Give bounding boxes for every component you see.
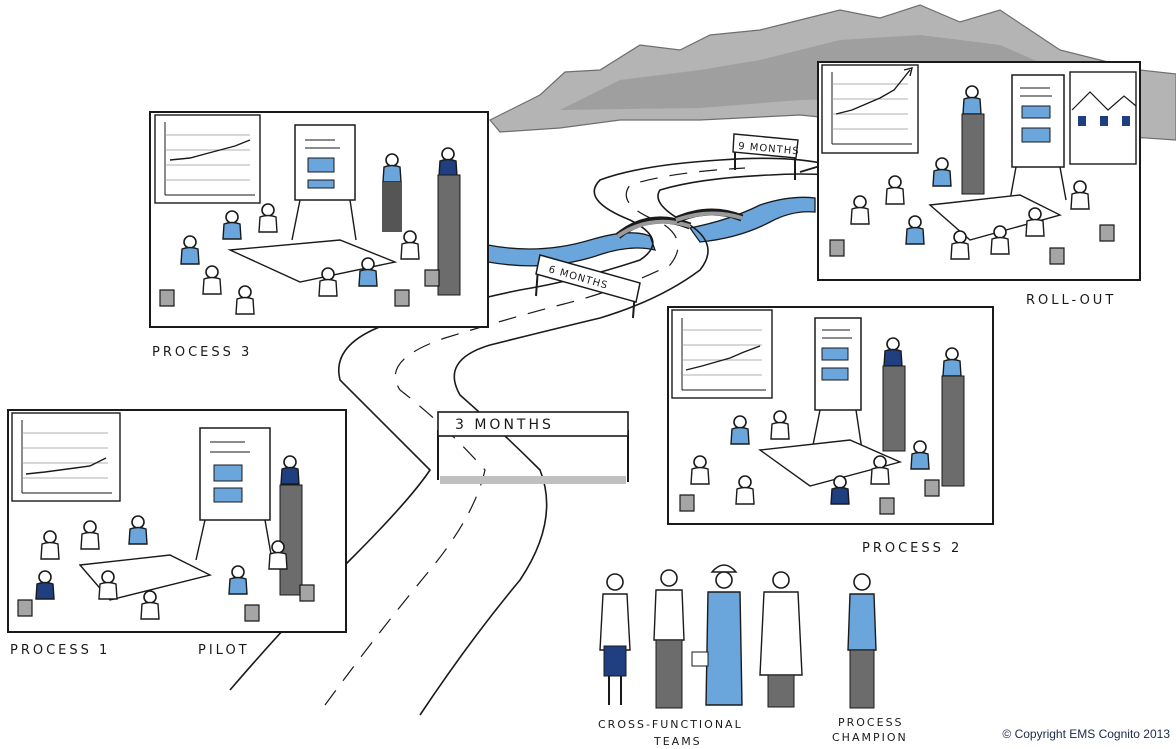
panel-process-1 bbox=[7, 409, 347, 633]
team-member-office bbox=[653, 569, 685, 709]
bridge bbox=[615, 208, 744, 239]
team-member-manager bbox=[599, 573, 631, 705]
caption-rollout: ROLL-OUT bbox=[1026, 293, 1116, 308]
table-process-3 bbox=[227, 239, 398, 283]
team-member-engineer bbox=[691, 564, 743, 706]
winding-road bbox=[229, 157, 831, 716]
caption-process-1: PROCESS 1 bbox=[10, 643, 110, 658]
panel-rollout bbox=[817, 61, 1141, 281]
toolbox-icon bbox=[691, 651, 709, 667]
wall-chart-process-1 bbox=[11, 412, 121, 502]
caption-pilot: PILOT bbox=[198, 643, 250, 658]
caption-teams-line2: TEAMS bbox=[653, 735, 702, 748]
hard-hat-icon bbox=[710, 564, 738, 573]
flipchart-rollout bbox=[1009, 74, 1067, 201]
supervisor-process-3 bbox=[438, 147, 458, 177]
milestone-3-label: 3 MONTHS bbox=[455, 417, 554, 433]
flipchart-process-2 bbox=[811, 317, 863, 451]
flipchart-process-3 bbox=[291, 124, 357, 241]
table-process-2 bbox=[758, 439, 903, 487]
wall-chart-rollout bbox=[821, 64, 919, 154]
champion-process-2 bbox=[942, 347, 962, 377]
presenter-process-2 bbox=[883, 337, 903, 367]
panel-process-2 bbox=[667, 306, 994, 525]
team-member-scientist bbox=[759, 571, 803, 708]
caption-process-3: PROCESS 3 bbox=[152, 345, 252, 360]
table-rollout bbox=[928, 194, 1062, 241]
wall-chart-process-3 bbox=[154, 114, 261, 204]
champion-rollout bbox=[962, 85, 982, 115]
milestone-9-label: 9 MONTHS bbox=[738, 141, 800, 157]
presenter-legs bbox=[382, 182, 402, 232]
process-champion-figure bbox=[847, 573, 877, 709]
panel-process-3 bbox=[149, 111, 489, 328]
milestone-3-months: 3 MONTHS bbox=[437, 411, 629, 484]
copyright-notice: © Copyright EMS Cognito 2013 bbox=[1002, 727, 1170, 741]
cross-functional-team bbox=[599, 564, 877, 709]
caption-champion-line2: CHAMPION bbox=[832, 731, 908, 744]
caption-teams-line1: CROSS-FUNCTIONAL bbox=[598, 718, 743, 731]
presenter-process-3 bbox=[382, 153, 402, 183]
presenter-process-1 bbox=[280, 455, 300, 485]
window-houses-rollout bbox=[1069, 71, 1137, 165]
caption-champion-line1: PROCESS bbox=[838, 716, 904, 729]
flipchart-process-1 bbox=[195, 427, 273, 561]
river bbox=[487, 196, 816, 267]
caption-process-2: PROCESS 2 bbox=[862, 541, 962, 556]
wall-chart-process-2 bbox=[671, 309, 773, 399]
